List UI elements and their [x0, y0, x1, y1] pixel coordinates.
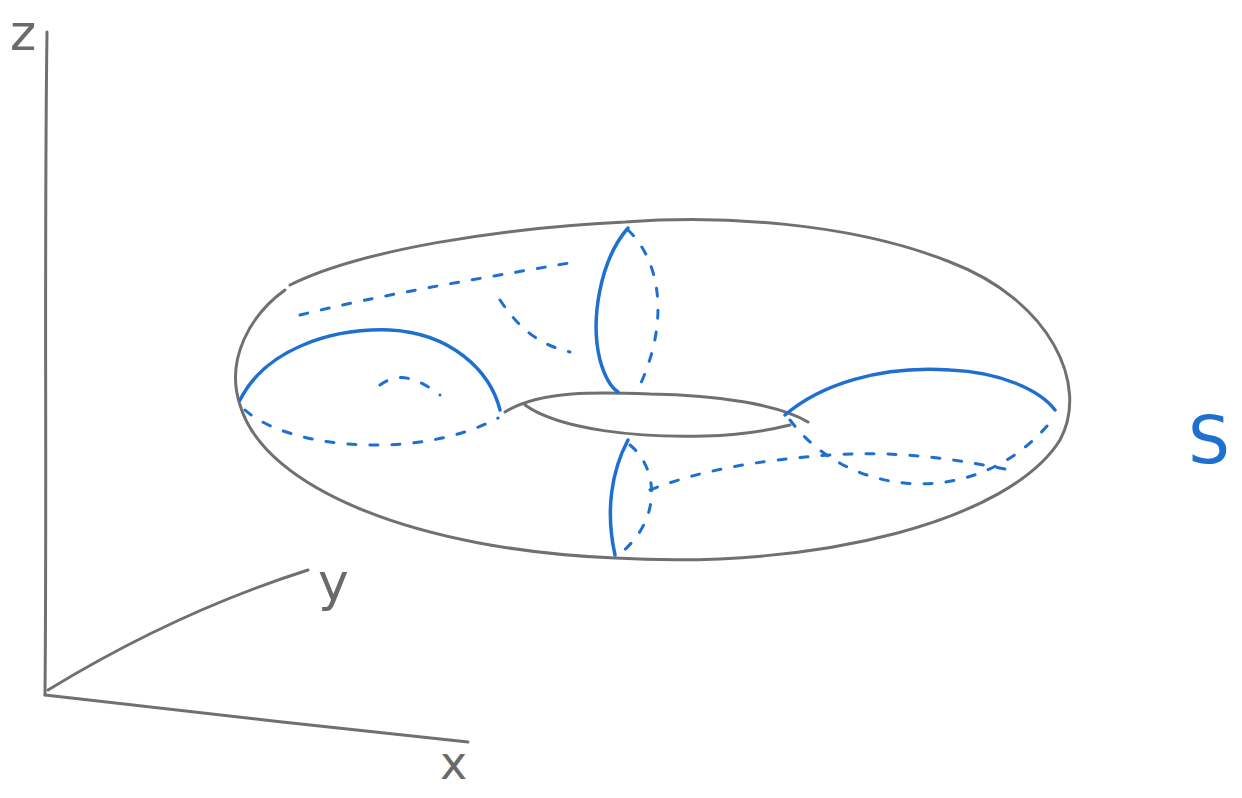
x-axis [45, 695, 468, 742]
front-hidden [622, 445, 652, 552]
right-hidden [790, 420, 1052, 484]
top-hidden [300, 262, 575, 315]
axes [45, 32, 468, 742]
axis-label: y [318, 556, 349, 608]
right-inner [650, 454, 1010, 490]
outer-outline [236, 220, 1070, 560]
left-section [240, 330, 500, 410]
y-axis [48, 570, 308, 690]
left-inner [380, 378, 440, 395]
right-section [785, 369, 1055, 415]
axis-label: z [10, 8, 36, 58]
front-section [610, 440, 628, 555]
blue-sections [240, 228, 1055, 555]
left-hidden [245, 410, 498, 445]
back-section [596, 228, 628, 392]
hole-bottom [525, 405, 790, 436]
back-hidden [628, 230, 658, 385]
back-inner [500, 300, 570, 352]
torus-outline [236, 220, 1070, 560]
dashed-sections [245, 230, 1052, 552]
z-axis [45, 32, 47, 695]
surface-label: S [1188, 408, 1230, 474]
axis-label: x [440, 740, 467, 786]
